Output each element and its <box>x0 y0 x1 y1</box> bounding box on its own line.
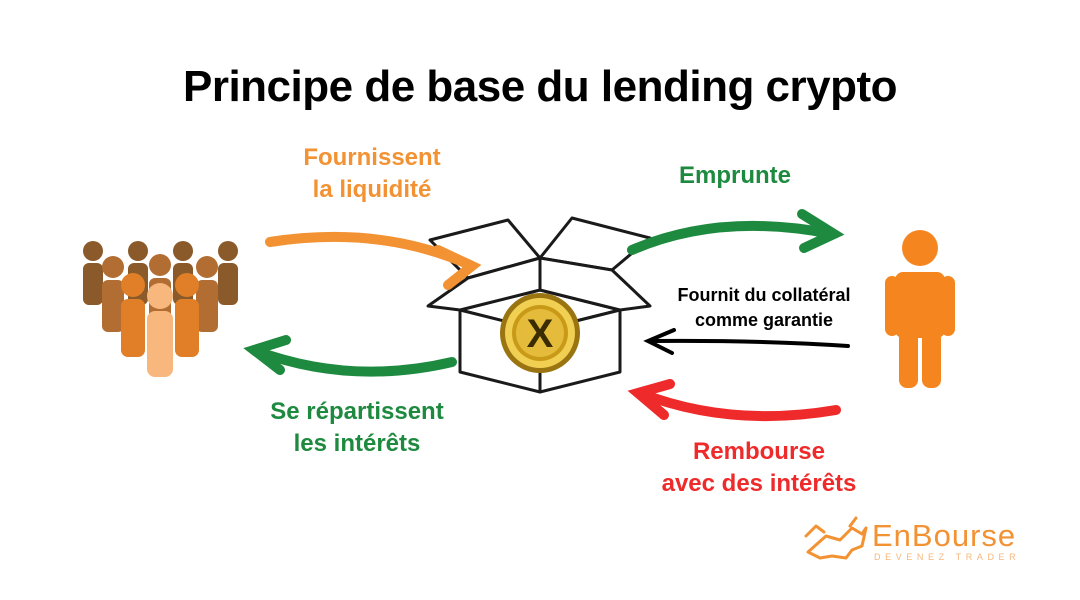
label-collateral-line2: comme garantie <box>694 310 834 331</box>
label-borrow-text: Emprunte <box>678 162 791 189</box>
label-provide-line1: Fournissent <box>303 144 441 171</box>
label-provide-line2: la liquidité <box>312 175 432 203</box>
label-share-line1: Se répartissent <box>270 398 444 425</box>
brand-name: EnBourse <box>872 518 1017 553</box>
bull-logo-icon <box>804 516 868 560</box>
crypto-coin-icon: X <box>500 293 580 373</box>
label-provide: Fournissent la liquidité <box>262 142 482 205</box>
label-repay-line1: Rembourse <box>692 438 826 465</box>
label-repay: Rembourse avec des intérêts <box>624 436 894 499</box>
arrow-share <box>243 335 457 377</box>
arrow-provide <box>265 231 482 290</box>
label-repay-line2: avec des intérêts <box>661 469 857 497</box>
label-collateral: Fournit du collatéral comme garantie <box>646 283 882 333</box>
label-collateral-line1: Fournit du collatéral <box>677 285 851 305</box>
arrow-repay <box>627 379 841 422</box>
page-title: Principe de base du lending crypto <box>182 62 898 111</box>
brand-tagline: DEVENEZ TRADER <box>874 552 1021 562</box>
label-share: Se répartissent les intérêts <box>232 396 482 459</box>
label-share-line2: les intérêts <box>293 429 421 457</box>
people-group-icon <box>83 241 238 377</box>
person-icon <box>885 230 955 388</box>
arrow-collateral <box>643 328 850 355</box>
brand-logo: EnBourse DEVENEZ TRADER <box>798 518 1038 566</box>
arrow-borrow <box>627 209 845 255</box>
label-borrow: Emprunte <box>650 160 820 192</box>
coin-symbol: X <box>527 312 554 356</box>
